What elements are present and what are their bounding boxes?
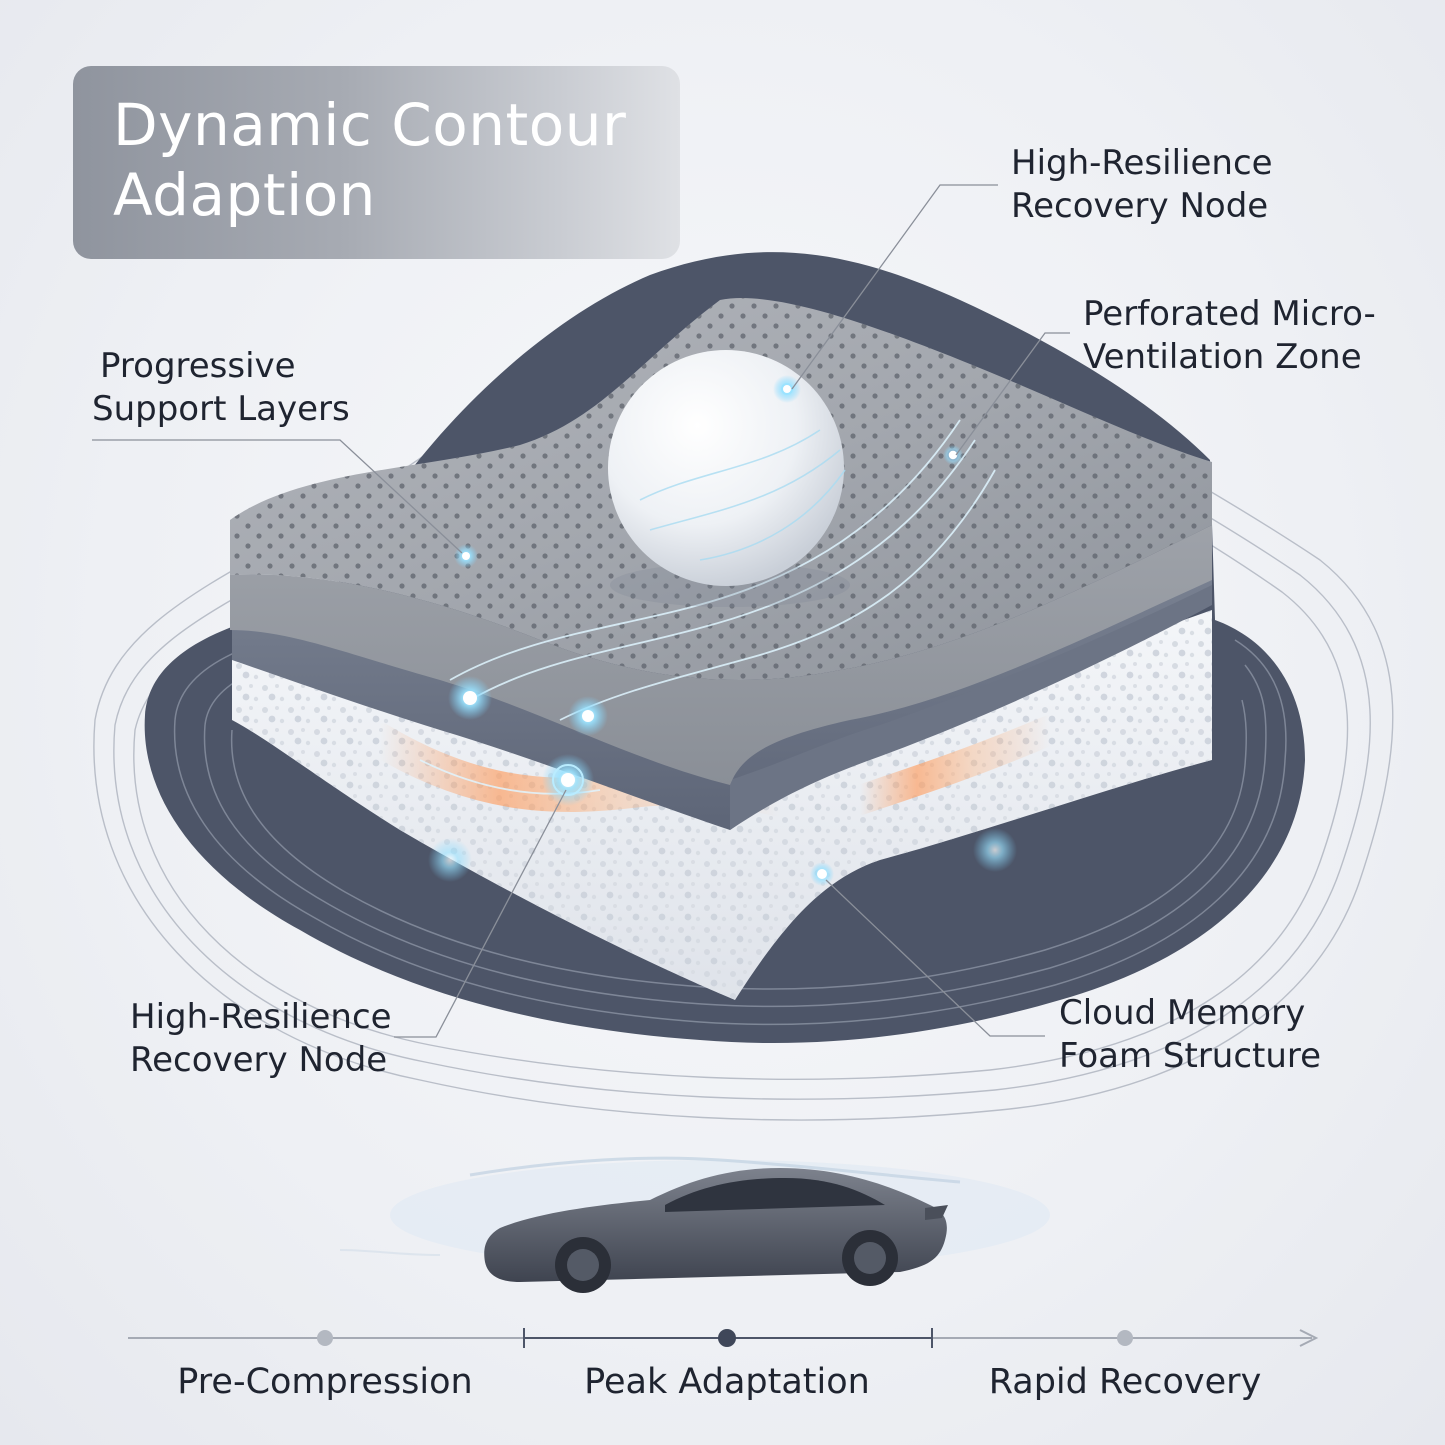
label-cloud-foam: Cloud Memory Foam Structure [1059,992,1321,1078]
leader-lines [92,184,1070,1038]
timeline-marker-peak-adaptation [718,1329,736,1347]
label-line: Foam Structure [1059,1036,1322,1076]
label-ventilation-zone: Perforated Micro- Ventilation Zone [1083,293,1376,379]
timeline-label-peak-adaptation: Peak Adaptation [584,1362,870,1402]
glow-nodes [428,375,1017,886]
airflow-lines [419,419,996,795]
sports-car-icon [339,1156,1050,1293]
label-line: Ventilation Zone [1083,337,1362,377]
label-line: High-Resilience [130,997,392,1037]
pressure-sphere [608,350,850,607]
label-support-layers: Progressive Support Layers [92,345,350,431]
timeline-label-rapid-recovery: Rapid Recovery [988,1362,1262,1402]
title-line2: Adaption [113,161,376,229]
label-top-right-recovery-node: High-Resilience Recovery Node [1011,142,1273,228]
timeline [128,1328,1319,1348]
label-line: Progressive [100,346,296,386]
label-bottom-left-recovery-node: High-Resilience Recovery Node [130,996,392,1082]
timeline-marker-rapid-recovery [1117,1330,1133,1346]
label-line: High-Resilience [1011,143,1273,183]
leader-bottom-left-node [394,789,567,1038]
label-line: Support Layers [92,389,350,429]
label-line: Recovery Node [130,1040,388,1080]
title-line1: Dynamic Contour [113,91,627,159]
leader-top-right-node [791,184,998,390]
label-line: Perforated Micro- [1083,294,1376,334]
label-line: Recovery Node [1011,186,1269,226]
page-title: Dynamic Contour Adaption [113,90,680,230]
timeline-marker-pre-compression [317,1330,333,1346]
leader-foam [825,879,1045,1037]
title-box: Dynamic Contour Adaption [73,66,680,259]
leader-ventilation [955,332,1070,456]
label-line: Cloud Memory [1059,993,1306,1033]
timeline-label-pre-compression: Pre-Compression [177,1362,473,1402]
leader-support-layers [92,439,463,554]
